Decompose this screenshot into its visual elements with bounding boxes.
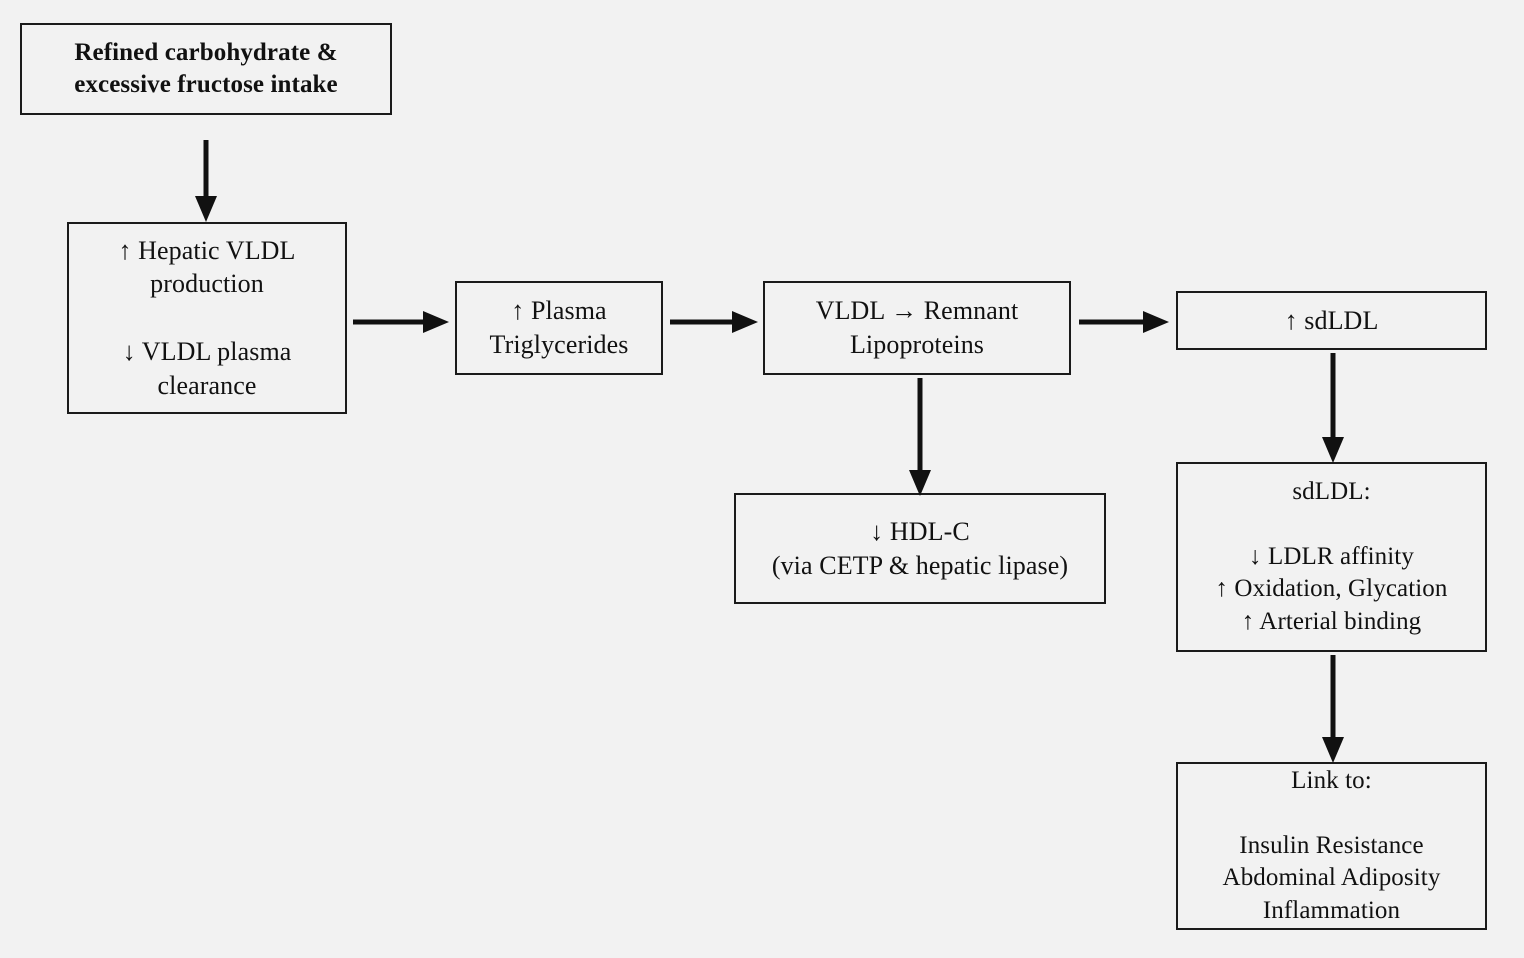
refined-carbohydrate-intake-label: Refined carbohydrate & excessive fructos…: [74, 38, 338, 99]
hdl-c-decrease-label: ↓ HDL-C (via CETP & hepatic lipase): [771, 516, 1069, 580]
hepatic-vldl-label: ↑ Hepatic VLDL production ↓ VLDL plasma …: [118, 235, 296, 400]
arrow-vldl-to-triglycerides-icon: [353, 308, 451, 336]
sdldl-properties-box: sdLDL: ↓ LDLR affinity ↑ Oxidation, Glyc…: [1176, 462, 1487, 652]
plasma-triglycerides-label: ↑ Plasma Triglycerides: [489, 296, 629, 359]
arrow-properties-to-link-icon: [1319, 655, 1347, 765]
clinical-link-box: Link to: Insulin Resistance Abdominal Ad…: [1176, 762, 1487, 930]
vldl-remnant-lipoproteins-label: VLDL → Remnant Lipoproteins: [815, 296, 1019, 359]
sdldl-increase-box: ↑ sdLDL: [1176, 291, 1487, 350]
arrow-remnant-to-hdl-icon: [906, 378, 934, 498]
hdl-c-decrease-box: ↓ HDL-C (via CETP & hepatic lipase): [734, 493, 1106, 604]
hepatic-vldl-box: ↑ Hepatic VLDL production ↓ VLDL plasma …: [67, 222, 347, 414]
arrow-remnant-to-sdldl-icon: [1079, 308, 1171, 336]
vldl-remnant-lipoproteins-box: VLDL → Remnant Lipoproteins: [763, 281, 1071, 375]
clinical-link-label: Link to: Insulin Resistance Abdominal Ad…: [1222, 766, 1441, 924]
plasma-triglycerides-box: ↑ Plasma Triglycerides: [455, 281, 663, 375]
arrow-intake-to-vldl-icon: [192, 140, 220, 224]
arrow-triglycerides-to-remnant-icon: [670, 308, 760, 336]
sdldl-increase-label: ↑ sdLDL: [1284, 305, 1379, 335]
arrow-sdldl-to-properties-icon: [1319, 353, 1347, 465]
sdldl-properties-label: sdLDL: ↓ LDLR affinity ↑ Oxidation, Glyc…: [1215, 477, 1448, 635]
refined-carbohydrate-intake-box: Refined carbohydrate & excessive fructos…: [20, 23, 392, 115]
